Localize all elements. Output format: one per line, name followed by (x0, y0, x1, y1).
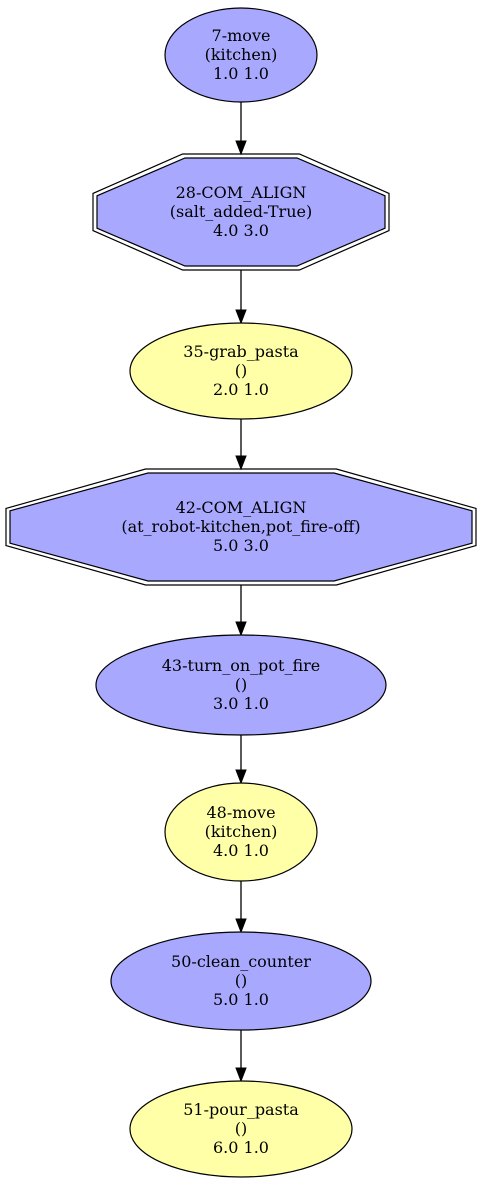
node-label-args: (at_robot-kitchen,pot_fire-off) (121, 517, 360, 536)
node-label-args: () (235, 971, 247, 990)
edge-n35-n42 (235, 419, 247, 471)
node-n35: 35-grab_pasta()2.0 1.0 (129, 322, 353, 420)
node-n48: 48-move(kitchen)4.0 1.0 (164, 782, 318, 882)
edge-n50-n51 (235, 1030, 247, 1083)
node-n7: 7-move(kitchen)1.0 1.0 (164, 7, 318, 103)
nodes-layer: 7-move(kitchen)1.0 1.028-COM_ALIGN(salt_… (5, 7, 477, 1178)
ellipse-node-shape (164, 782, 318, 882)
node-label-costs: 3.0 1.0 (213, 694, 269, 713)
node-label-title: 48-move (206, 803, 275, 822)
octagon-node-shape (96, 157, 386, 267)
octagon-node-outer-border (92, 153, 390, 271)
arrowhead-icon (235, 918, 247, 934)
arrowhead-icon (235, 769, 247, 785)
edges-layer (235, 102, 247, 1083)
ellipse-node-shape (164, 7, 318, 103)
arrowhead-icon (235, 1067, 247, 1083)
arrowhead-icon (235, 140, 247, 156)
node-n43: 43-turn_on_pot_fire()3.0 1.0 (95, 634, 387, 736)
node-label-args: (salt_added-True) (170, 202, 312, 221)
node-n42: 42-COM_ALIGN(at_robot-kitchen,pot_fire-o… (5, 468, 477, 586)
node-label-title: 35-grab_pasta (183, 342, 299, 361)
ellipse-node-shape (95, 634, 387, 736)
node-label-costs: 4.0 3.0 (213, 221, 269, 240)
ellipse-node-shape (129, 1080, 353, 1178)
node-label-args: () (235, 361, 247, 380)
octagon-node-shape (9, 472, 473, 582)
edge-n48-n50 (235, 881, 247, 934)
edge-n42-n43 (235, 585, 247, 637)
node-label-title: 42-COM_ALIGN (176, 498, 307, 517)
node-label-args: () (235, 1119, 247, 1138)
node-label-title: 7-move (212, 26, 271, 45)
edge-n43-n48 (235, 735, 247, 785)
node-label-title: 51-pour_pasta (183, 1100, 299, 1119)
node-label-costs: 4.0 1.0 (213, 841, 269, 860)
node-label-costs: 5.0 3.0 (213, 536, 269, 555)
arrowhead-icon (235, 455, 247, 471)
edge-n7-n28 (235, 102, 247, 156)
node-label-costs: 6.0 1.0 (213, 1138, 269, 1157)
ellipse-node-shape (129, 322, 353, 420)
node-label-args: () (235, 675, 247, 694)
node-n50: 50-clean_counter()5.0 1.0 (110, 931, 372, 1031)
node-label-costs: 2.0 1.0 (213, 380, 269, 399)
node-label-title: 50-clean_counter (171, 952, 311, 971)
edge-n28-n35 (235, 270, 247, 325)
node-n28: 28-COM_ALIGN(salt_added-True)4.0 3.0 (92, 153, 390, 271)
node-label-args: (kitchen) (205, 45, 278, 64)
arrowhead-icon (235, 309, 247, 325)
node-label-costs: 1.0 1.0 (213, 64, 269, 83)
node-label-title: 43-turn_on_pot_fire (162, 656, 320, 675)
node-label-costs: 5.0 1.0 (213, 990, 269, 1009)
octagon-node-outer-border (5, 468, 477, 586)
node-label-args: (kitchen) (205, 822, 278, 841)
node-label-title: 28-COM_ALIGN (176, 183, 307, 202)
arrowhead-icon (235, 621, 247, 637)
ellipse-node-shape (110, 931, 372, 1031)
node-n51: 51-pour_pasta()6.0 1.0 (129, 1080, 353, 1178)
